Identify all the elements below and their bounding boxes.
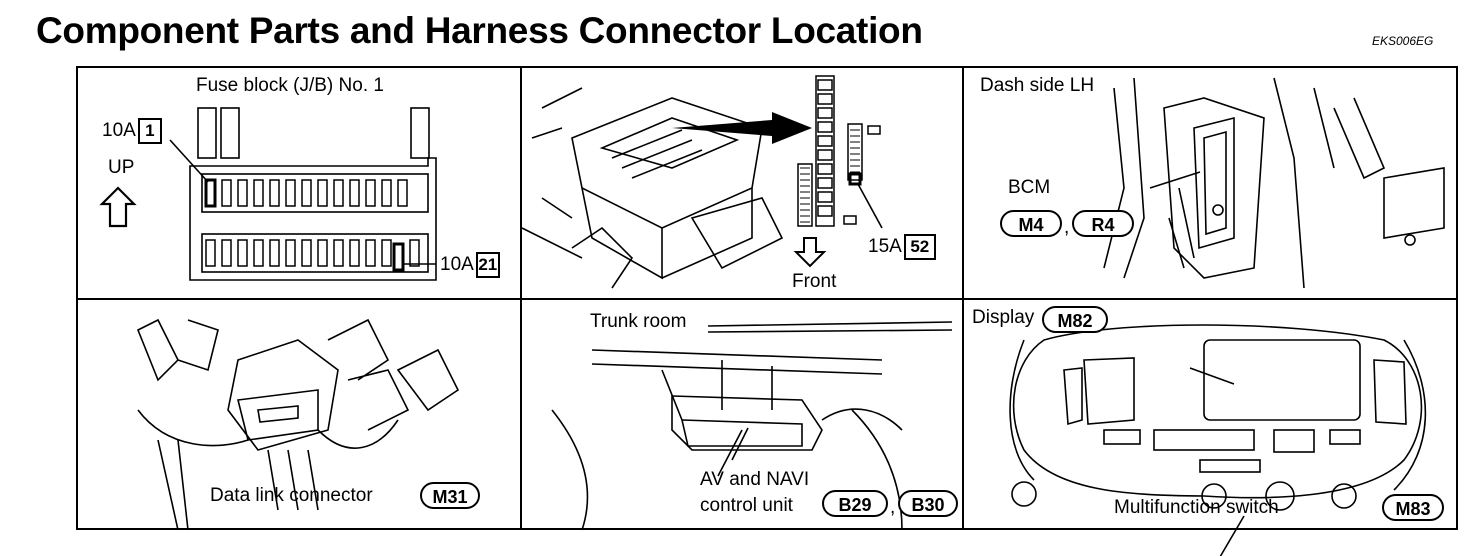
engine-room-diagram xyxy=(521,75,883,289)
panel-dash-side: Dash side LH BCM M4 , R4 xyxy=(964,68,1458,298)
trunk-heading: Trunk room xyxy=(590,311,687,332)
fuse-1-amp: 10A xyxy=(102,120,136,142)
panel-trunk: Trunk room AV and NAVI control unit B29 … xyxy=(522,300,962,531)
connector-b29: B29 xyxy=(822,490,888,517)
fuse-block-heading: Fuse block (J/B) No. 1 xyxy=(196,75,384,96)
trunk-room-diagram xyxy=(551,321,953,531)
unit-label-line2: control unit xyxy=(700,495,793,516)
display-heading: Display xyxy=(972,307,1035,328)
fuse-block-diagram xyxy=(99,107,437,281)
panel-data-link: Data link connector M31 xyxy=(78,300,520,531)
connector-separator: , xyxy=(890,497,896,518)
unit-label-line1: AV and NAVI xyxy=(700,469,810,490)
connector-b30: B30 xyxy=(898,490,958,517)
page-title: Component Parts and Harness Connector Lo… xyxy=(36,10,923,51)
connector-m4: M4 xyxy=(1000,210,1062,237)
fuse-52-amp: 15A xyxy=(868,236,902,258)
panel-display: Display M82 Multifunction switch M83 xyxy=(964,300,1458,556)
data-link-label: Data link connector xyxy=(210,485,373,506)
fuse-21-number: 21 xyxy=(475,252,500,278)
connector-m83: M83 xyxy=(1382,494,1444,521)
fuse-1-number: 1 xyxy=(137,118,162,144)
grid-divider xyxy=(78,298,1456,300)
dash-side-diagram xyxy=(1103,77,1445,289)
bcm-label: BCM xyxy=(1008,177,1051,198)
connector-r4: R4 xyxy=(1072,210,1134,237)
multifunction-switch-label: Multifunction switch xyxy=(1114,497,1279,518)
connector-separator: , xyxy=(1064,217,1070,238)
fuse-21-amp: 10A xyxy=(440,254,474,276)
data-link-diagram xyxy=(136,318,460,531)
fuse-52-number: 52 xyxy=(903,234,936,260)
connector-m31: M31 xyxy=(420,482,480,509)
front-label: Front xyxy=(792,271,837,292)
up-label: UP xyxy=(108,157,135,178)
document-code: EKS006EG xyxy=(1372,34,1434,48)
connector-m82: M82 xyxy=(1042,306,1108,333)
display-panel-diagram xyxy=(1009,324,1427,556)
dash-side-heading: Dash side LH xyxy=(980,75,1095,96)
